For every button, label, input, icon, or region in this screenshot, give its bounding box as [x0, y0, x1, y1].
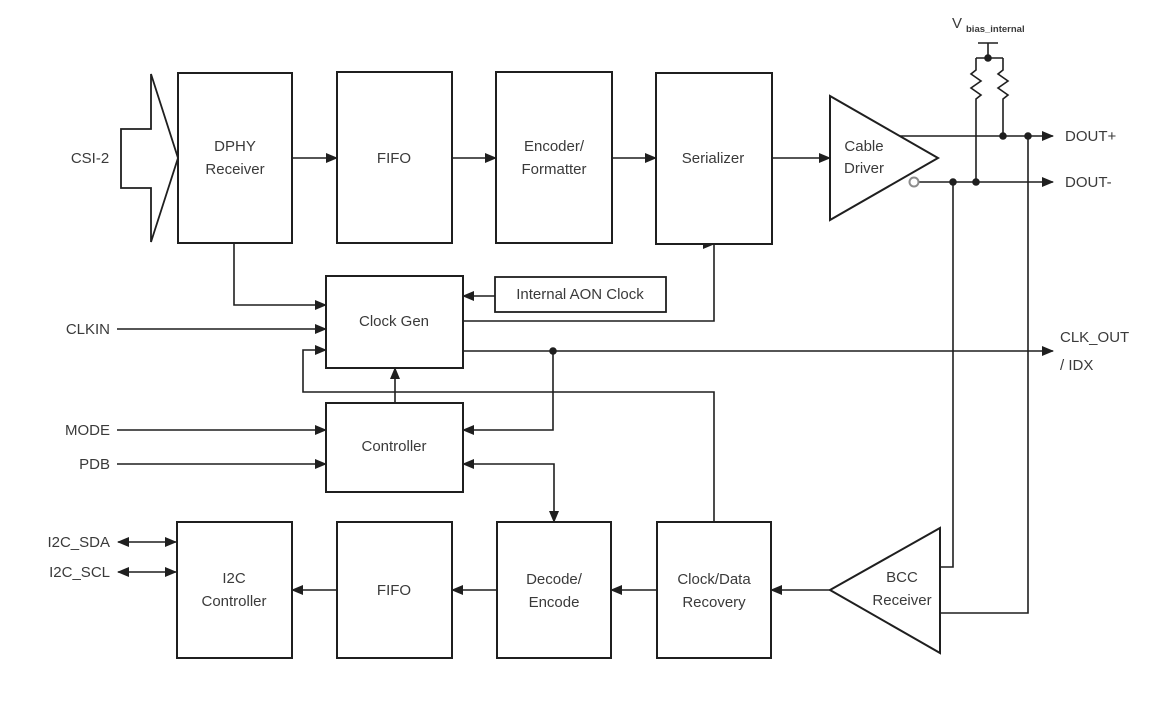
junction-clkout-tap — [549, 347, 557, 355]
cable-driver-label-line1: Cable — [844, 138, 883, 155]
resistor-right — [996, 58, 1010, 136]
clk-out-label-line2: / IDX — [1060, 357, 1093, 374]
decode-encode-box — [496, 521, 612, 659]
encoder-formatter-box — [495, 71, 613, 244]
mode-label: MODE — [65, 422, 110, 439]
wire-dphy-to-clockgen — [233, 243, 327, 310]
clkin-label: CLKIN — [66, 321, 110, 338]
clock-data-recovery-label-line2: Recovery — [682, 594, 746, 611]
i2c-controller-block: I2C Controller — [176, 521, 293, 659]
dphy-receiver-label-line2: Receiver — [205, 161, 264, 178]
clock-data-recovery-box — [656, 521, 772, 659]
serializer-block: Serializer — [655, 72, 773, 245]
dout-minus-label: DOUT- — [1065, 174, 1112, 191]
clk-out-label-line1: CLK_OUT — [1060, 329, 1129, 346]
junction-doutminus-resistor — [972, 178, 980, 186]
i2c-controller-box — [176, 521, 293, 659]
i2c-scl-label: I2C_SCL — [49, 564, 110, 581]
wire-controller-decode-bidir — [462, 459, 559, 523]
pdb-label: PDB — [79, 456, 110, 473]
wires — [117, 131, 1054, 614]
clock-data-recovery-block: Clock/Data Recovery — [656, 521, 772, 659]
vbias-network: V bias_internal — [952, 15, 1025, 182]
junction-doutplus-resistor — [999, 132, 1007, 140]
fifo-bottom-label: FIFO — [377, 582, 411, 599]
vbias-label-subscript: bias_internal — [966, 24, 1025, 35]
csi2-label: CSI-2 — [71, 150, 109, 167]
controller-box — [325, 402, 464, 493]
decode-encode-label-line1: Decode/ — [526, 571, 583, 588]
bcc-receiver-block: BCC Receiver — [827, 526, 941, 655]
clock-gen-block: Clock Gen — [325, 275, 464, 369]
inverter-bubble — [908, 176, 920, 188]
bcc-receiver-label-line2: Receiver — [872, 592, 931, 609]
clock-gen-label: Clock Gen — [359, 313, 429, 330]
encoder-formatter-block: Encoder/ Formatter — [495, 71, 613, 244]
wire-clockgen-to-serializer — [463, 243, 719, 322]
csi2-input-arrow — [120, 73, 179, 243]
i2c-sda-label: I2C_SDA — [47, 534, 110, 551]
i2c-controller-label-line2: Controller — [201, 593, 266, 610]
serializer-label: Serializer — [682, 150, 745, 167]
bcc-receiver-triangle — [827, 526, 941, 655]
resistor-left — [969, 58, 983, 182]
dphy-receiver-box — [177, 72, 293, 244]
junction-vbias — [984, 54, 992, 62]
fifo-bottom-block: FIFO — [336, 521, 453, 659]
cable-driver-label-line2: Driver — [844, 160, 884, 177]
fifo-bottom-box — [336, 521, 453, 659]
internal-aon-clock-label: Internal AON Clock — [516, 286, 644, 303]
i2c-controller-label-line1: I2C — [222, 570, 246, 587]
internal-aon-clock-box — [494, 276, 667, 313]
cable-driver-block: Cable Driver — [829, 94, 941, 222]
junction-doutminus-bcc — [949, 178, 957, 186]
clock-gen-box — [325, 275, 464, 369]
port-labels: CSI-2 CLKIN MODE PDB I2C_SDA I2C_SCL DOU… — [47, 128, 1129, 581]
wire-clk-tap-to-controller — [462, 351, 554, 435]
encoder-formatter-label-line1: Encoder/ — [524, 138, 585, 155]
controller-label: Controller — [361, 438, 426, 455]
bcc-receiver-label-line1: BCC — [886, 569, 918, 586]
vbias-label-base: V — [952, 15, 962, 32]
fifo-top-block: FIFO — [336, 71, 453, 244]
fifo-top-box — [336, 71, 453, 244]
wire-dout-plus-to-bcc — [940, 136, 1029, 614]
wire-dout-minus-to-bcc — [940, 182, 954, 568]
encoder-formatter-label-line2: Formatter — [521, 161, 586, 178]
serializer-box — [655, 72, 773, 245]
junction-doutplus-bcc — [1024, 132, 1032, 140]
cable-driver-triangle — [829, 94, 941, 222]
controller-block: Controller — [325, 402, 464, 493]
internal-aon-clock-block: Internal AON Clock — [494, 276, 667, 313]
junctions — [549, 54, 1032, 355]
decode-encode-block: Decode/ Encode — [496, 521, 612, 659]
dphy-receiver-label-line1: DPHY — [214, 138, 256, 155]
dphy-receiver-block: DPHY Receiver — [177, 72, 293, 244]
wire-cdr-feedback-to-clockgen — [302, 345, 715, 522]
dout-plus-label: DOUT+ — [1065, 128, 1116, 145]
fifo-top-label: FIFO — [377, 150, 411, 167]
decode-encode-label-line2: Encode — [529, 594, 580, 611]
clock-data-recovery-label-line1: Clock/Data — [677, 571, 751, 588]
